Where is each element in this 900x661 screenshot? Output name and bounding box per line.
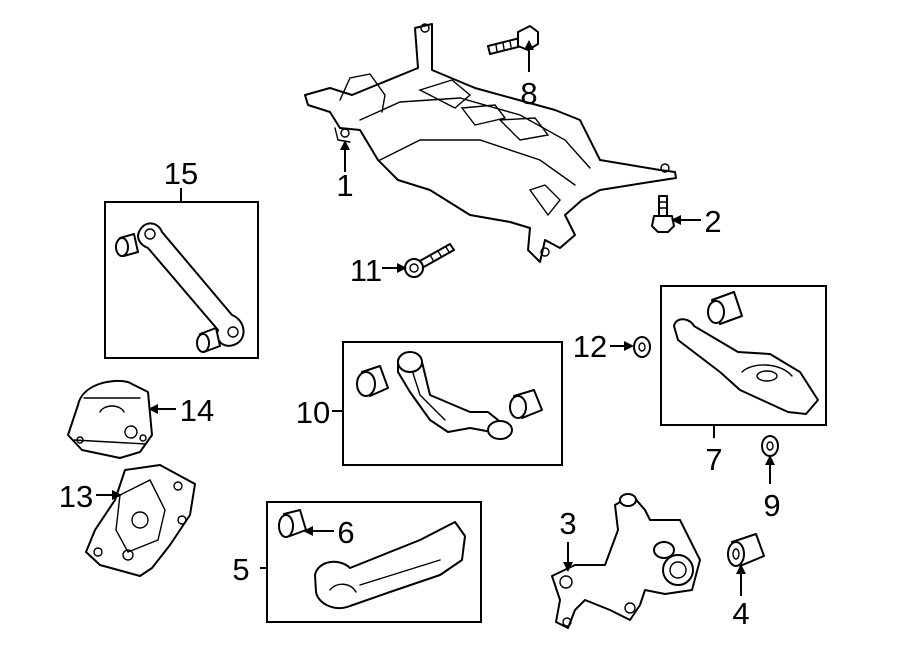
callout-15: 15 bbox=[164, 156, 198, 191]
part-10-arm bbox=[356, 351, 543, 440]
callout-6: 6 bbox=[337, 515, 354, 550]
part-15-link bbox=[115, 222, 245, 353]
part-7-frame bbox=[660, 285, 827, 426]
part-5-frame bbox=[266, 501, 482, 623]
part-8-bolt bbox=[487, 25, 539, 55]
part-4-bushing bbox=[727, 533, 765, 567]
part-5-arm bbox=[278, 509, 466, 610]
part-11-bolt bbox=[404, 243, 455, 278]
callout-3: 3 bbox=[559, 506, 576, 541]
callout-labels: 1 2 3 4 5 6 7 8 9 10 11 12 13 14 15 bbox=[59, 76, 781, 631]
callout-7: 7 bbox=[705, 442, 722, 477]
part-2-bolt bbox=[651, 195, 675, 233]
part-3-knuckle bbox=[551, 493, 701, 629]
callout-11: 11 bbox=[350, 253, 382, 288]
callout-10: 10 bbox=[296, 395, 330, 430]
callout-8: 8 bbox=[520, 76, 537, 111]
part-13-bracket bbox=[85, 464, 196, 577]
callout-1: 1 bbox=[336, 168, 353, 203]
callout-13: 13 bbox=[59, 479, 93, 514]
callout-9: 9 bbox=[763, 488, 780, 523]
part-12-washer bbox=[633, 336, 651, 358]
callout-2: 2 bbox=[704, 204, 721, 239]
part-9-washer bbox=[761, 435, 779, 457]
callout-12: 12 bbox=[573, 329, 607, 364]
part-1-subframe bbox=[304, 23, 677, 263]
part-14-cover bbox=[67, 379, 153, 459]
part-10-frame bbox=[342, 341, 563, 466]
leader-lines bbox=[96, 40, 775, 596]
callout-14: 14 bbox=[180, 393, 214, 428]
callout-5: 5 bbox=[232, 552, 249, 587]
part-7-arm bbox=[673, 291, 819, 415]
callout-4: 4 bbox=[732, 596, 749, 631]
